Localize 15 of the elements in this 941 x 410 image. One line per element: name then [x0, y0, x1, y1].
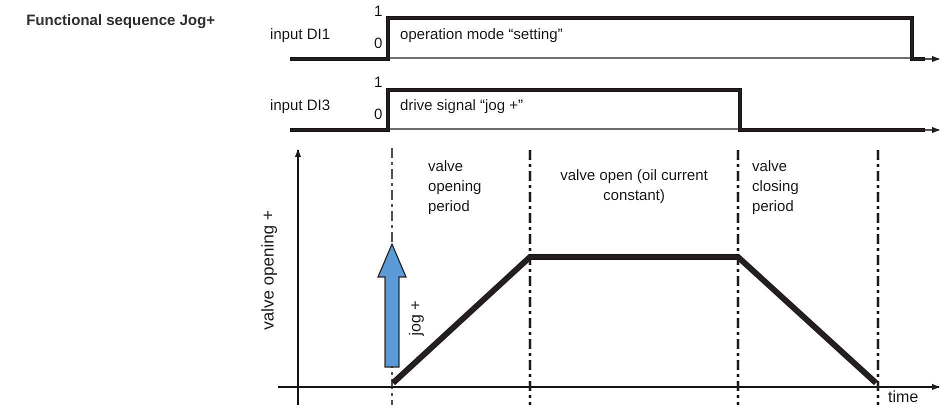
level-label: 0 [374, 35, 382, 52]
level-label: 1 [374, 74, 382, 91]
level-label: 1 [374, 3, 382, 20]
phase-label: valve closing period [752, 157, 800, 217]
signal-description: drive signal “jog +” [400, 97, 523, 114]
phase-label: valve opening period [428, 157, 482, 217]
title: Functional sequence Jog+ [25, 11, 215, 31]
signal-description: operation mode “setting” [400, 26, 563, 43]
arrow-label: jog + [408, 300, 424, 336]
axis-label: time [888, 389, 918, 406]
phase-label: valve open (oil current constant) [559, 166, 709, 206]
signal-name: input DI1 [270, 26, 330, 43]
signal-name: input DI3 [270, 97, 330, 114]
axis-label: valve opening + [260, 210, 276, 330]
level-label: 0 [374, 106, 382, 123]
